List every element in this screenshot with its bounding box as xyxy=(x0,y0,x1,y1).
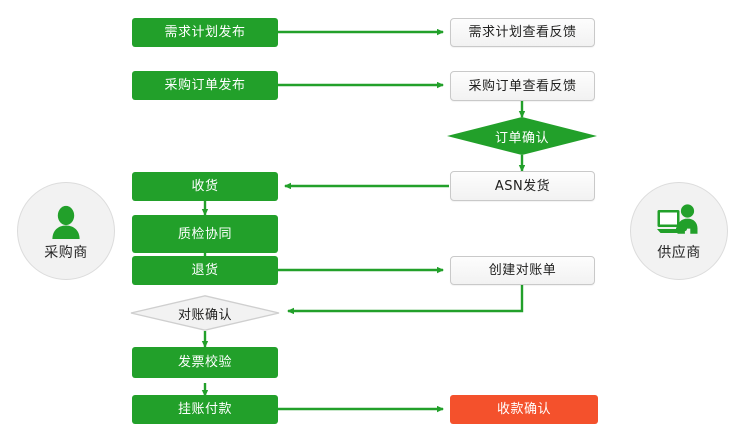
node-return-goods[interactable]: 退货 xyxy=(132,256,278,285)
node-label: 收货 xyxy=(191,179,219,194)
role-supplier: 供应商 xyxy=(630,182,728,280)
role-supplier-label: 供应商 xyxy=(657,244,701,261)
person-icon xyxy=(42,201,90,241)
node-label: 发票校验 xyxy=(177,355,232,370)
node-po-publish[interactable]: 采购订单发布 xyxy=(132,71,278,100)
node-label: 需求计划发布 xyxy=(164,25,246,40)
node-invoice-verify[interactable]: 发票校验 xyxy=(132,347,278,378)
node-order-confirm[interactable]: 订单确认 xyxy=(447,117,597,155)
node-label: ASN发货 xyxy=(494,178,551,194)
node-asn-shipment[interactable]: ASN发货 xyxy=(450,171,595,201)
node-demand-plan-feedback[interactable]: 需求计划查看反馈 xyxy=(450,18,595,47)
node-demand-plan-publish[interactable]: 需求计划发布 xyxy=(132,18,278,47)
node-label: 收款确认 xyxy=(496,402,551,417)
person-at-computer-icon xyxy=(655,201,703,241)
node-payable-payment[interactable]: 挂账付款 xyxy=(132,395,278,424)
node-payment-confirm[interactable]: 收款确认 xyxy=(450,395,598,424)
node-label: 退货 xyxy=(191,263,219,278)
node-statement-confirm[interactable]: 对账确认 xyxy=(130,295,280,331)
node-goods-receipt[interactable]: 收货 xyxy=(132,172,278,201)
node-quality-collaboration[interactable]: 质检协同 xyxy=(132,215,278,253)
node-label: 创建对账单 xyxy=(488,263,557,278)
edge-statement-to-reconcile xyxy=(287,285,524,315)
node-label: 需求计划查看反馈 xyxy=(468,25,577,40)
node-create-statement[interactable]: 创建对账单 xyxy=(450,256,595,285)
node-label: 质检协同 xyxy=(177,226,232,242)
node-po-feedback[interactable]: 采购订单查看反馈 xyxy=(450,71,595,101)
role-buyer-label: 采购商 xyxy=(44,244,88,261)
node-label: 挂账付款 xyxy=(177,402,232,417)
node-label: 采购订单查看反馈 xyxy=(468,78,577,94)
node-label: 采购订单发布 xyxy=(164,78,246,93)
role-buyer: 采购商 xyxy=(17,182,115,280)
